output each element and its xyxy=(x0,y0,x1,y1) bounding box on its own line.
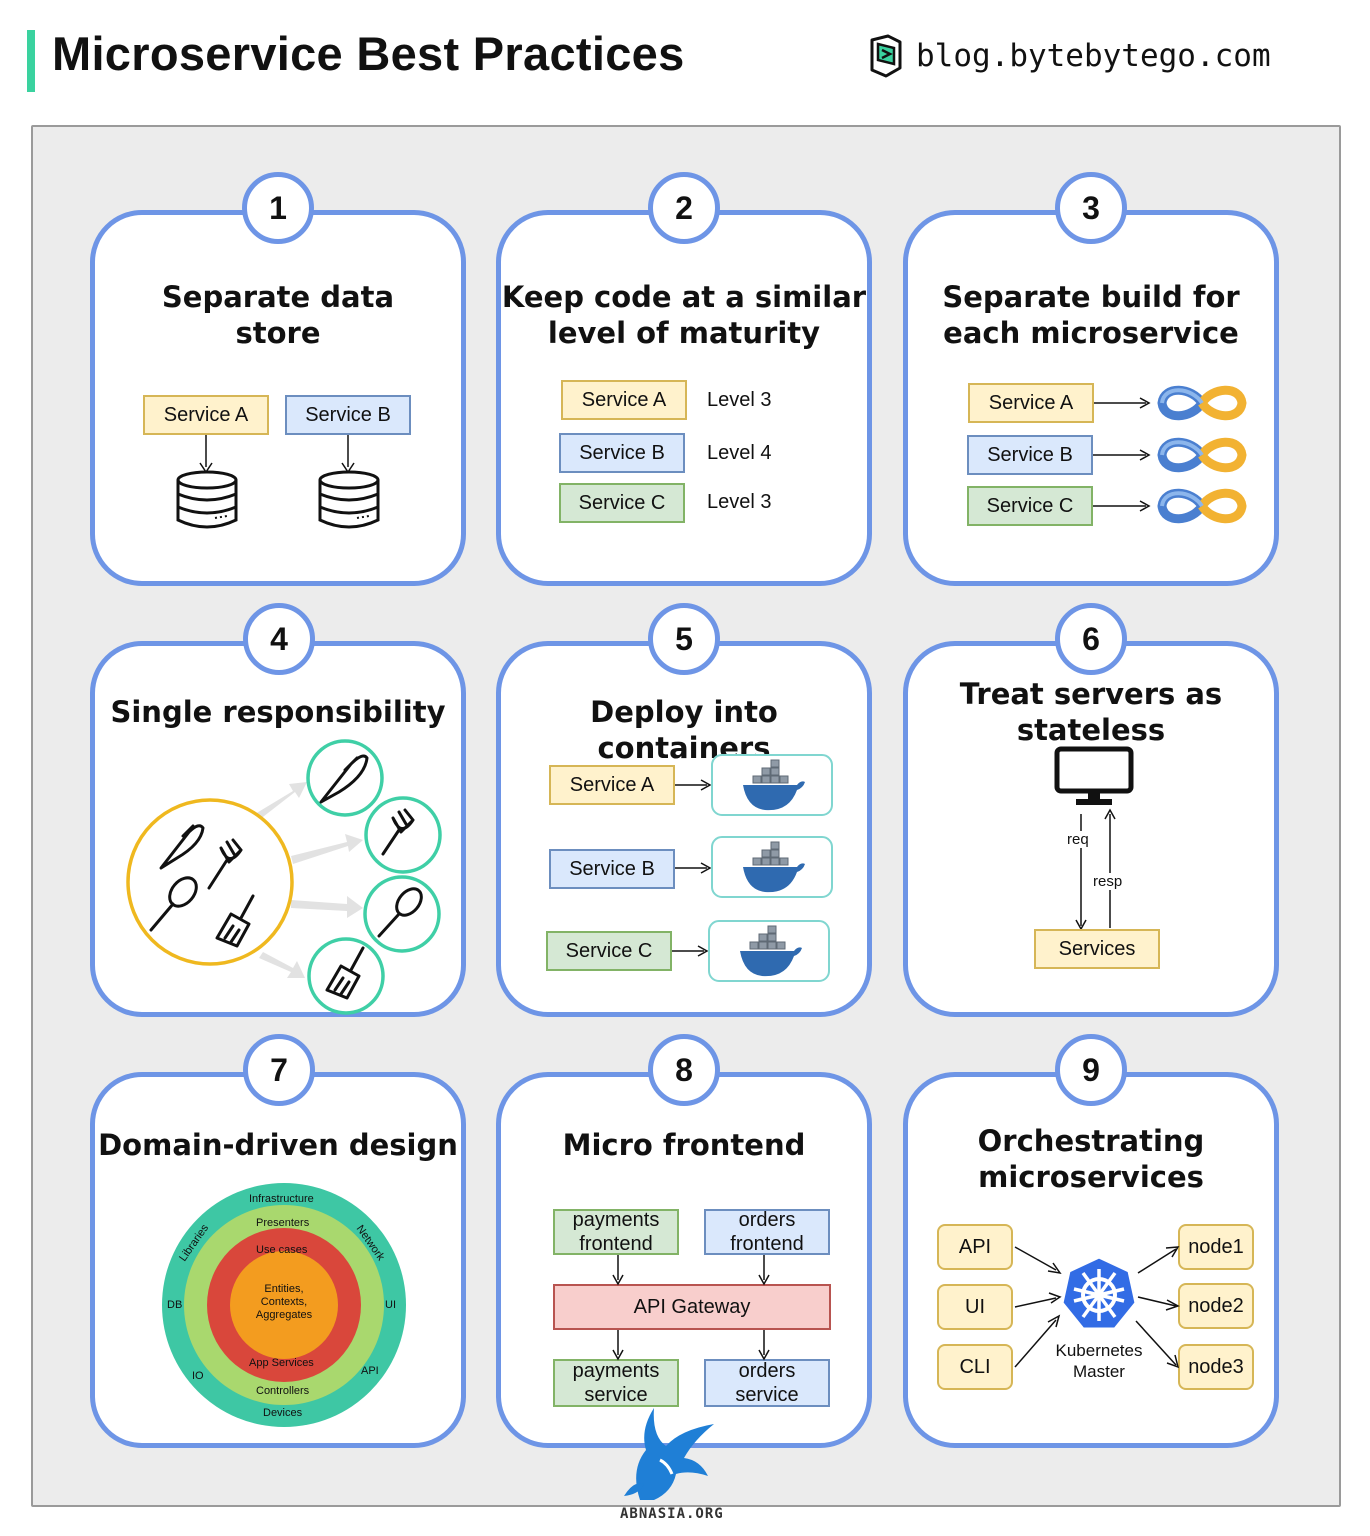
ci-cd-loop-icon xyxy=(1157,437,1247,473)
ring-label-presenters: Presenters xyxy=(256,1217,310,1229)
database-icon xyxy=(318,470,380,529)
ring-label-controllers: Controllers xyxy=(256,1385,310,1397)
panel-9-number: 9 xyxy=(1055,1034,1127,1106)
ring-label-io: IO xyxy=(192,1370,204,1382)
ring-label-db: DB xyxy=(167,1299,183,1311)
services-box: Services xyxy=(1034,929,1160,969)
knife-icon xyxy=(319,754,369,804)
orchestration-arrows xyxy=(1014,1246,1180,1369)
payments-service-box: payments service xyxy=(553,1359,679,1407)
resp-label: resp xyxy=(1093,873,1123,890)
responsibility-diagram xyxy=(126,739,442,1015)
arrows xyxy=(199,435,355,474)
frontend-arrows xyxy=(612,1255,770,1361)
panel-6-title: Treat servers as stateless xyxy=(959,677,1223,747)
ring-label-app-services: App Services xyxy=(249,1357,314,1369)
panel-separate-data-store: Separate data store Service A Service B xyxy=(90,210,466,586)
panel-single-responsibility: Single responsibility xyxy=(90,641,466,1017)
service-a-box: Service A xyxy=(561,380,687,420)
service-b-box: Service B xyxy=(285,395,411,435)
orders-frontend-box: orders frontend xyxy=(704,1209,830,1255)
panel-2-title: Keep code at a similar level of maturity xyxy=(501,280,867,350)
orders-service-box: orders service xyxy=(704,1359,830,1407)
header-accent-bar xyxy=(27,30,35,92)
ring-label-infrastructure: Infrastructure xyxy=(249,1193,314,1205)
client-ui-box: UI xyxy=(937,1284,1013,1330)
panel-6-number: 6 xyxy=(1055,603,1127,675)
panel-3-title: Separate build for each microservice xyxy=(942,280,1240,350)
docker-whale-icon xyxy=(743,759,805,811)
req-label: req xyxy=(1067,831,1089,848)
client-api-box: API xyxy=(937,1224,1013,1270)
node2-box: node2 xyxy=(1178,1283,1254,1329)
bytebytego-logo-icon xyxy=(870,34,902,78)
service-a-box: Service A xyxy=(549,765,675,805)
api-gateway-box: API Gateway xyxy=(553,1284,831,1330)
level-label-b: Level 4 xyxy=(707,442,772,464)
spoon-icon xyxy=(377,912,401,938)
ring-label-core: Entities, Contexts, Aggregates xyxy=(255,1283,313,1321)
panel-deploy-containers: Deploy into containers Service A Service… xyxy=(496,641,872,1017)
service-a-box: Service A xyxy=(968,383,1094,423)
database-icon xyxy=(176,470,238,529)
node3-box: node3 xyxy=(1178,1344,1254,1390)
ring-label-ui: UI xyxy=(385,1299,396,1311)
panel-4-title: Single responsibility xyxy=(110,695,446,729)
client-cli-box: CLI xyxy=(937,1344,1013,1390)
panel-8-title: Micro frontend xyxy=(562,1128,806,1162)
panel-7-title: Domain-driven design xyxy=(98,1128,458,1162)
brand[interactable]: blog.bytebytego.com xyxy=(868,34,1271,78)
panel-domain-driven-design: Domain-driven design Infrastructure Libr… xyxy=(90,1072,466,1448)
kubernetes-icon xyxy=(1060,1255,1138,1331)
level-label-a: Level 3 xyxy=(707,389,772,411)
panel-orchestrating: Orchestrating microservices API UI CLI n… xyxy=(903,1072,1279,1448)
panel-code-maturity: Keep code at a similar level of maturity… xyxy=(496,210,872,586)
service-b-box: Service B xyxy=(559,433,685,473)
panel-1-number: 1 xyxy=(242,172,314,244)
service-c-box: Service C xyxy=(559,483,685,523)
ring-label-api: API xyxy=(361,1365,379,1377)
docker-whale-icon xyxy=(740,925,802,977)
docker-whale-icon xyxy=(743,841,805,893)
brand-url: blog.bytebytego.com xyxy=(916,38,1271,74)
monitor-icon xyxy=(1054,746,1134,805)
onion-architecture-diagram xyxy=(162,1183,406,1427)
panel-5-number: 5 xyxy=(648,603,720,675)
panel-8-number: 8 xyxy=(648,1034,720,1106)
ring-label-devices: Devices xyxy=(263,1407,303,1419)
fork-icon xyxy=(381,808,415,856)
service-b-box: Service B xyxy=(967,435,1093,475)
service-c-box: Service C xyxy=(967,486,1093,526)
griffin-watermark-icon xyxy=(624,1408,714,1500)
panel-1-title: Separate data store xyxy=(161,280,395,350)
node1-box: node1 xyxy=(1178,1224,1254,1270)
panel-4-number: 4 xyxy=(243,603,315,675)
level-label-c: Level 3 xyxy=(707,491,772,513)
ring-label-use-cases: Use cases xyxy=(256,1244,308,1256)
service-a-box: Service A xyxy=(143,395,269,435)
service-b-box: Service B xyxy=(549,849,675,889)
service-c-box: Service C xyxy=(546,931,672,971)
broom-icon xyxy=(325,946,365,1000)
panel-3-number: 3 xyxy=(1055,172,1127,244)
payments-frontend-box: payments frontend xyxy=(553,1209,679,1255)
panel-9-title: Orchestrating microservices xyxy=(977,1124,1205,1194)
page-title: Microservice Best Practices xyxy=(52,27,685,80)
container-arrows xyxy=(672,754,833,982)
panel-separate-build: Separate build for each microservice Ser… xyxy=(903,210,1279,586)
panel-2-number: 2 xyxy=(648,172,720,244)
panel-micro-frontend: Micro frontend payments frontend orders … xyxy=(496,1072,872,1448)
ci-cd-loop-icon xyxy=(1157,385,1247,421)
ci-cd-loop-icon xyxy=(1157,488,1247,524)
build-arrows xyxy=(1093,397,1151,512)
kubernetes-master-label: Kubernetes Master xyxy=(1055,1341,1143,1381)
panel-7-number: 7 xyxy=(243,1034,315,1106)
watermark-text: ABNASIA.ORG xyxy=(620,1506,724,1522)
panel-stateless-servers: Treat servers as stateless req resp Serv… xyxy=(903,641,1279,1017)
